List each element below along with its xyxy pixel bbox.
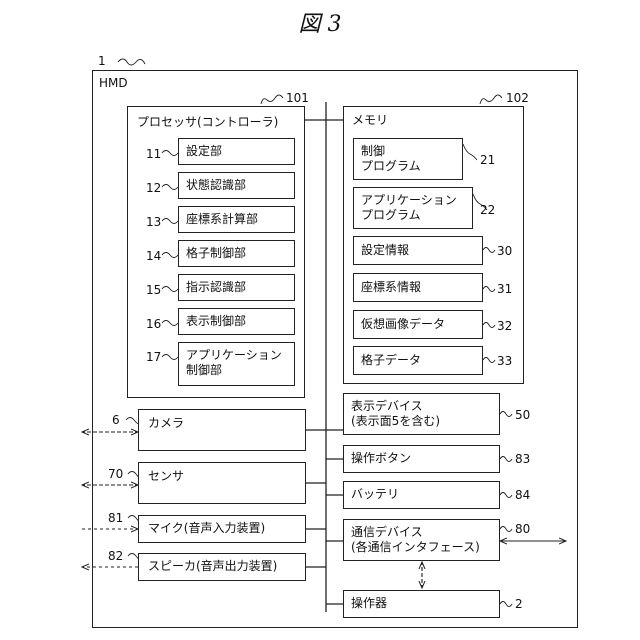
- unit-label: 表示制御部: [186, 314, 246, 329]
- operator-ref: 2: [515, 597, 523, 611]
- memory-item-ref: 32: [497, 319, 512, 333]
- memory-item-ref: 22: [480, 203, 495, 217]
- memory-item-label: 制御 プログラム: [361, 144, 421, 174]
- unit-ref: 15: [146, 283, 161, 297]
- unit-ref: 17: [146, 350, 161, 364]
- communication-device-label: 通信デバイス (各通信インタフェース): [351, 525, 480, 555]
- memory-label: メモリ: [352, 113, 388, 128]
- unit-label: 設定部: [186, 144, 222, 159]
- memory-item-label: 格子データ: [361, 353, 421, 368]
- unit-ref: 13: [146, 215, 161, 229]
- battery-label: バッテリ: [351, 487, 399, 502]
- operation-button-ref: 83: [515, 452, 530, 466]
- memory-item-label: 座標系情報: [361, 280, 421, 295]
- microphone-label: マイク(音声入力装置): [148, 521, 265, 536]
- processor-label: プロセッサ(コントローラ): [137, 115, 278, 130]
- sensor-ref: 70: [108, 467, 123, 481]
- unit-ref: 11: [146, 147, 161, 161]
- battery-ref: 84: [515, 488, 530, 502]
- memory-item-ref: 30: [497, 244, 512, 258]
- unit-ref: 16: [146, 317, 161, 331]
- memory-item-ref: 21: [480, 153, 495, 167]
- unit-label: アプリケーション 制御部: [186, 348, 282, 378]
- device-label: HMD: [99, 76, 128, 91]
- display-device-label: 表示デバイス (表示面5を含む): [351, 399, 440, 429]
- unit-ref: 14: [146, 249, 161, 263]
- communication-device-ref: 80: [515, 522, 530, 536]
- operator-label: 操作器: [351, 596, 387, 611]
- sensor-label: センサ: [148, 469, 184, 484]
- memory-item-label: アプリケーション プログラム: [361, 193, 457, 223]
- memory-ref: 102: [506, 91, 529, 105]
- memory-item-label: 設定情報: [361, 243, 409, 258]
- microphone-ref: 81: [108, 511, 123, 525]
- camera-label: カメラ: [148, 416, 184, 431]
- memory-item-ref: 31: [497, 282, 512, 296]
- unit-label: 状態認識部: [186, 178, 246, 193]
- unit-ref: 12: [146, 181, 161, 195]
- operation-button-label: 操作ボタン: [351, 451, 411, 466]
- memory-item-ref: 33: [497, 354, 512, 368]
- unit-label: 座標系計算部: [186, 212, 258, 227]
- processor-ref: 101: [286, 91, 309, 105]
- speaker-ref: 82: [108, 549, 123, 563]
- camera-ref: 6: [112, 413, 120, 427]
- display-device-ref: 50: [515, 408, 530, 422]
- speaker-label: スピーカ(音声出力装置): [148, 559, 277, 574]
- unit-label: 格子制御部: [186, 246, 246, 261]
- memory-item-label: 仮想画像データ: [361, 317, 445, 332]
- unit-label: 指示認識部: [186, 280, 246, 295]
- device-ref: 1: [98, 54, 106, 68]
